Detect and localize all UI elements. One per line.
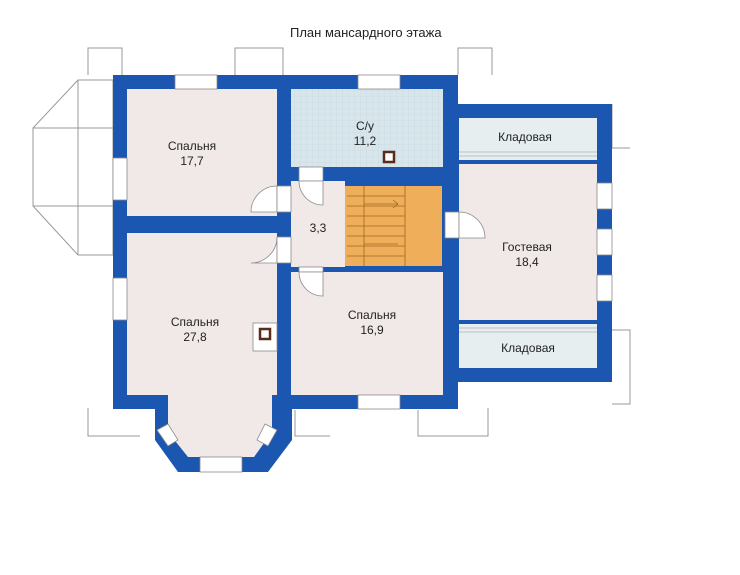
bedroom-nw-floor	[127, 89, 277, 216]
bathroom-area: 11,2	[354, 134, 377, 148]
storage-top-floor	[459, 118, 597, 160]
bathroom-name: С/у	[356, 119, 374, 133]
chimney-bathroom	[382, 150, 396, 164]
bathroom-floor	[291, 89, 443, 167]
staircase	[347, 186, 406, 266]
chimneys	[252, 150, 396, 352]
doors	[250, 166, 486, 297]
bedroom-sw-area: 27,8	[183, 330, 207, 344]
bedroom-s-area: 16,9	[360, 323, 384, 337]
hall-area: 3,3	[310, 221, 327, 235]
storage-bottom-name: Кладовая	[501, 341, 555, 355]
door-guest	[458, 211, 486, 239]
bedroom-sw-floor	[127, 233, 277, 457]
door-bathroom	[298, 180, 324, 206]
plan-title: План мансардного этажа	[290, 25, 442, 40]
door-bedroom-sw	[250, 236, 278, 264]
bedroom-sw-name: Спальня	[171, 315, 219, 329]
storage-top-name: Кладовая	[498, 130, 552, 144]
guest-area: 18,4	[515, 255, 539, 269]
guest-name: Гостевая	[502, 240, 552, 254]
bedroom-nw-name: Спальня	[168, 139, 216, 153]
bedroom-nw-area: 17,7	[180, 154, 204, 168]
door-bedroom-s	[298, 271, 324, 297]
room-labels: Спальня 17,7 С/у 11,2 3,3 Спальня 27,8 С…	[168, 119, 555, 355]
door-bedroom-nw	[250, 185, 278, 213]
storage-bottom-floor	[459, 324, 597, 368]
storage-shelves	[459, 151, 597, 333]
windows	[112, 74, 613, 473]
guest-floor	[459, 164, 597, 320]
bedroom-s-name: Спальня	[348, 308, 396, 322]
